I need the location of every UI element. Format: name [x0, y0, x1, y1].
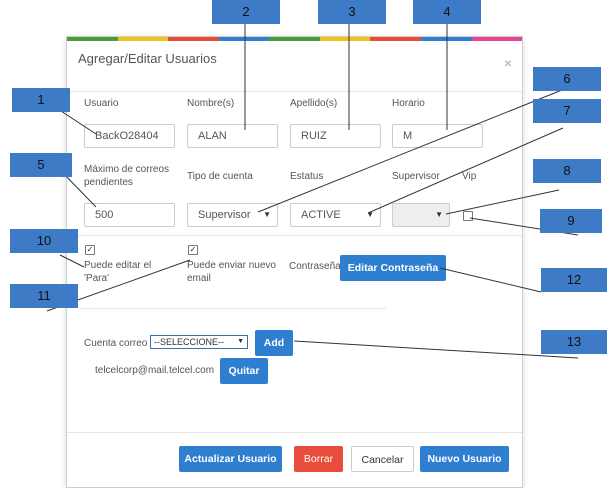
- callout-9: 9: [540, 209, 602, 233]
- chevron-down-icon: ▼: [366, 210, 374, 219]
- divider: [67, 235, 522, 236]
- usuario-label: Usuario: [84, 98, 119, 109]
- supervisor-select[interactable]: ▼: [392, 203, 450, 227]
- add-mail-button[interactable]: Add: [255, 330, 293, 356]
- chevron-down-icon: ▼: [435, 210, 443, 219]
- apellido-label: Apellido(s): [290, 98, 338, 109]
- divider: [67, 91, 522, 92]
- callout-6: 6: [533, 67, 601, 91]
- vip-checkbox[interactable]: [463, 211, 473, 221]
- chevron-down-icon: ▼: [263, 210, 271, 219]
- callout-5: 5: [10, 153, 72, 177]
- delete-button[interactable]: Borrar: [294, 446, 343, 472]
- check-icon: ✓: [189, 245, 197, 254]
- check-icon: ✓: [86, 245, 94, 254]
- editar-para-label: Puede editar el 'Para': [84, 260, 152, 284]
- max-correos-label: Máximo de correos pendientes: [84, 164, 170, 188]
- enviar-email-label: Puede enviar nuevo email: [187, 260, 276, 284]
- dialog-title: Agregar/Editar Usuarios: [78, 51, 217, 66]
- callout-10: 10: [10, 229, 78, 253]
- supervisor-label: Supervisor: [392, 171, 440, 182]
- callout-3: 3: [318, 0, 386, 24]
- max-correos-input[interactable]: 500: [84, 203, 175, 227]
- new-user-button[interactable]: Nuevo Usuario: [420, 446, 509, 472]
- nombre-label: Nombre(s): [187, 98, 235, 109]
- estatus-value: ACTIVE: [301, 209, 341, 221]
- estatus-label: Estatus: [290, 171, 324, 182]
- edit-password-button[interactable]: Editar Contraseña: [340, 255, 446, 281]
- close-icon[interactable]: ×: [503, 55, 512, 71]
- color-bar: [67, 37, 523, 41]
- mail-account-value: --SELECCIONE--: [154, 337, 225, 347]
- apellido-input[interactable]: RUIZ: [290, 124, 381, 148]
- update-user-button[interactable]: Actualizar Usuario: [179, 446, 282, 472]
- nombre-input[interactable]: ALAN: [187, 124, 278, 148]
- usuario-input[interactable]: BackO28404: [84, 124, 175, 148]
- mail-account-label: Cuenta correo: [84, 338, 148, 349]
- mail-entry: telcelcorp@mail.telcel.com: [95, 365, 215, 376]
- callout-2: 2: [212, 0, 280, 24]
- callout-12: 12: [541, 268, 607, 292]
- tipo-cuenta-label: Tipo de cuenta: [187, 171, 253, 182]
- add-edit-users-dialog: Agregar/Editar Usuarios × Usuario Nombre…: [66, 36, 523, 488]
- divider: [67, 432, 522, 433]
- remove-mail-button[interactable]: Quitar: [220, 358, 268, 384]
- enviar-email-checkbox[interactable]: ✓: [188, 245, 198, 255]
- mail-account-select[interactable]: --SELECCIONE-- ▼: [150, 335, 248, 349]
- callout-4: 4: [413, 0, 481, 24]
- password-label: Contraseña: [289, 261, 341, 272]
- callout-13: 13: [541, 330, 607, 354]
- callout-1: 1: [12, 88, 70, 112]
- chevron-down-icon: ▼: [237, 338, 244, 345]
- horario-label: Horario: [392, 98, 425, 109]
- editar-para-checkbox[interactable]: ✓: [85, 245, 95, 255]
- tipo-cuenta-select[interactable]: Supervisor ▼: [187, 203, 278, 227]
- tipo-cuenta-value: Supervisor: [198, 209, 251, 221]
- divider: [80, 308, 386, 309]
- callout-8: 8: [533, 159, 601, 183]
- estatus-select[interactable]: ACTIVE ▼: [290, 203, 381, 227]
- vip-label: Vip: [462, 171, 477, 182]
- cancel-button[interactable]: Cancelar: [351, 446, 414, 472]
- horario-input[interactable]: M: [392, 124, 483, 148]
- callout-7: 7: [533, 99, 601, 123]
- callout-11: 11: [10, 284, 78, 308]
